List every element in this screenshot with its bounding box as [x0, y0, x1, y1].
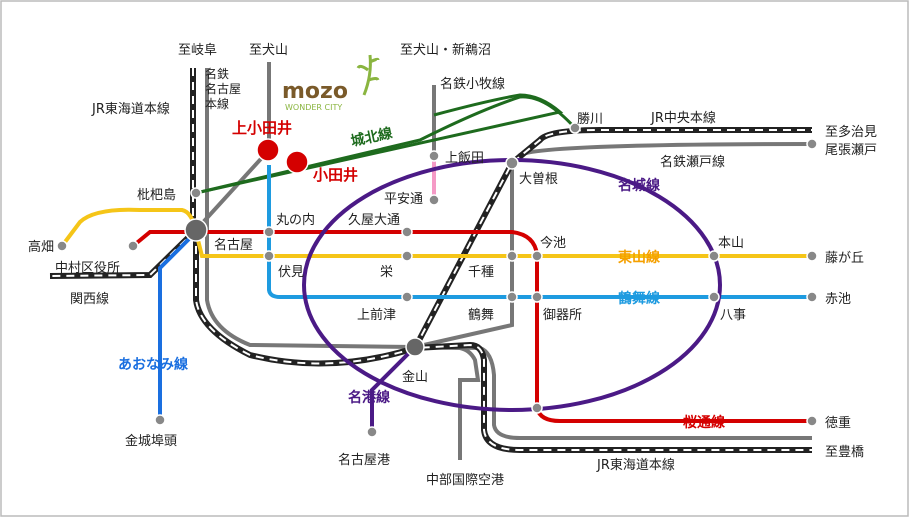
station-dot-takabata[interactable] — [56, 240, 68, 252]
station-dot-nagoyako[interactable] — [366, 426, 378, 438]
line-meitetsu-komaki: 名鉄小牧線 — [440, 76, 505, 92]
station-dot-tokushige[interactable] — [806, 415, 818, 427]
station-fujigaoka: 藤が丘 — [825, 251, 864, 266]
logo-word: mozo — [282, 79, 348, 104]
line-jr-tokaido-top: JR東海道本線 — [91, 101, 170, 117]
station-dot-nakamura[interactable] — [127, 240, 139, 252]
station-centrair: 中部国際空港 — [426, 473, 504, 488]
line-aonami: あおなみ線 — [118, 356, 188, 373]
station-nagoyako: 名古屋港 — [338, 452, 390, 468]
station-nakamura: 中村区役所 — [55, 261, 120, 276]
station-dot-kamimaezu[interactable] — [401, 291, 413, 303]
station-dots — [56, 122, 818, 438]
station-tsurumai: 鶴舞 — [468, 307, 494, 323]
station-marunouchi: 丸の内 — [276, 212, 315, 228]
line-meitetsu-seto: 名鉄瀬戸線 — [660, 154, 725, 170]
jobokusen-line-2 — [195, 95, 577, 195]
logo-leaf-icon — [356, 54, 380, 96]
station-chikusa: 千種 — [468, 264, 494, 280]
station-dot-akaike[interactable] — [806, 291, 818, 303]
station-dot-otai[interactable] — [285, 150, 309, 174]
logo-tagline: WONDER CITY — [285, 103, 342, 112]
station-dot-fushimi[interactable] — [263, 250, 275, 262]
station-owariseto: 尾張瀬戸 — [825, 143, 877, 158]
station-dot-biwajima[interactable] — [190, 187, 202, 199]
station-dot-owariseto[interactable] — [806, 138, 818, 150]
station-dot-heian[interactable] — [428, 194, 440, 206]
station-dot-kamiotai[interactable] — [256, 138, 280, 162]
station-katsugawa: 勝川 — [577, 112, 603, 127]
line-jr-tokaido-bottom: JR東海道本線 — [596, 457, 675, 473]
dir-tajimi: 至多治見 — [825, 124, 877, 140]
dir-toyohashi: 至豊橋 — [825, 445, 864, 460]
line-meijo: 名城線 — [618, 177, 660, 194]
station-gokiso: 御器所 — [543, 308, 582, 323]
station-hisaya: 久屋大通 — [348, 213, 400, 228]
station-biwajima: 枇杷島 — [137, 188, 176, 203]
mozo-logo: mozo WONDER CITY — [282, 54, 380, 112]
station-dot-yagoto[interactable] — [708, 291, 720, 303]
meitetsu-nagoya-line — [205, 68, 416, 349]
station-dot-kamiiida[interactable] — [428, 150, 440, 162]
meitetsu-toyohashi-line — [414, 345, 812, 440]
station-ozone: 大曽根 — [519, 172, 558, 187]
line-meitetsu-nagoya-1: 名鉄 — [205, 66, 229, 81]
station-motoyama: 本山 — [718, 236, 744, 251]
station-dot-hisaya[interactable] — [401, 226, 413, 238]
station-kamiiida: 上飯田 — [445, 151, 484, 166]
line-meiko: 名港線 — [348, 389, 390, 406]
station-dot-gokiso[interactable] — [531, 291, 543, 303]
meiko-line — [370, 345, 417, 430]
station-heian: 平安通 — [384, 192, 423, 207]
station-otai: 小田井 — [313, 166, 358, 184]
station-imaike: 今池 — [540, 235, 566, 251]
station-kinjo: 金城埠頭 — [125, 433, 177, 449]
station-akaike: 赤池 — [825, 292, 851, 307]
station-dot-katsugawa[interactable] — [569, 122, 581, 134]
station-fushimi: 伏見 — [278, 265, 304, 280]
dir-inuyama-shinunuma: 至犬山・新鵜沼 — [400, 42, 491, 58]
station-yagoto: 八事 — [720, 308, 746, 323]
station-dot-marunouchi[interactable] — [263, 226, 275, 238]
station-takabata: 高畑 — [28, 239, 54, 255]
dir-gifu: 至岐阜 — [178, 42, 217, 58]
station-dot-ozone[interactable] — [505, 156, 519, 170]
station-dot-sakae[interactable] — [401, 250, 413, 262]
station-dot-tsurumai[interactable] — [506, 291, 518, 303]
station-dot-aratama[interactable] — [531, 402, 543, 414]
station-dot-motoyama[interactable] — [708, 250, 720, 262]
dir-inuyama: 至犬山 — [249, 43, 288, 58]
station-dot-imaike[interactable] — [531, 250, 543, 262]
line-higashiyama: 東山線 — [618, 249, 660, 266]
line-meitetsu-nagoya-2: 名古屋 — [205, 81, 241, 96]
aonami-line — [158, 230, 198, 420]
station-kamiotai: 上小田井 — [232, 119, 292, 137]
station-dot-nagoya[interactable] — [184, 218, 208, 242]
station-kamimaezu: 上前津 — [357, 307, 396, 323]
station-dot-fujigaoka[interactable] — [806, 250, 818, 262]
line-jr-chuo: JR中央本線 — [650, 110, 716, 126]
meitetsu-chikusa-link — [414, 163, 514, 349]
line-tsurumai: 鶴舞線 — [618, 290, 660, 307]
station-tokushige: 徳重 — [825, 415, 851, 431]
line-meitetsu-nagoya-3: 本線 — [205, 96, 229, 111]
station-kanayama: 金山 — [402, 369, 428, 385]
line-sakuradori: 桜通線 — [683, 414, 725, 431]
station-dot-chikusa[interactable] — [506, 250, 518, 262]
station-nagoya: 名古屋 — [214, 237, 253, 253]
meitetsu-lines — [194, 62, 813, 460]
station-dot-kinjo[interactable] — [154, 414, 166, 426]
tsurumai-line — [267, 165, 812, 299]
station-sakae: 栄 — [380, 265, 393, 280]
line-kansai: 関西線 — [70, 291, 109, 307]
station-dot-kanayama[interactable] — [405, 337, 425, 357]
